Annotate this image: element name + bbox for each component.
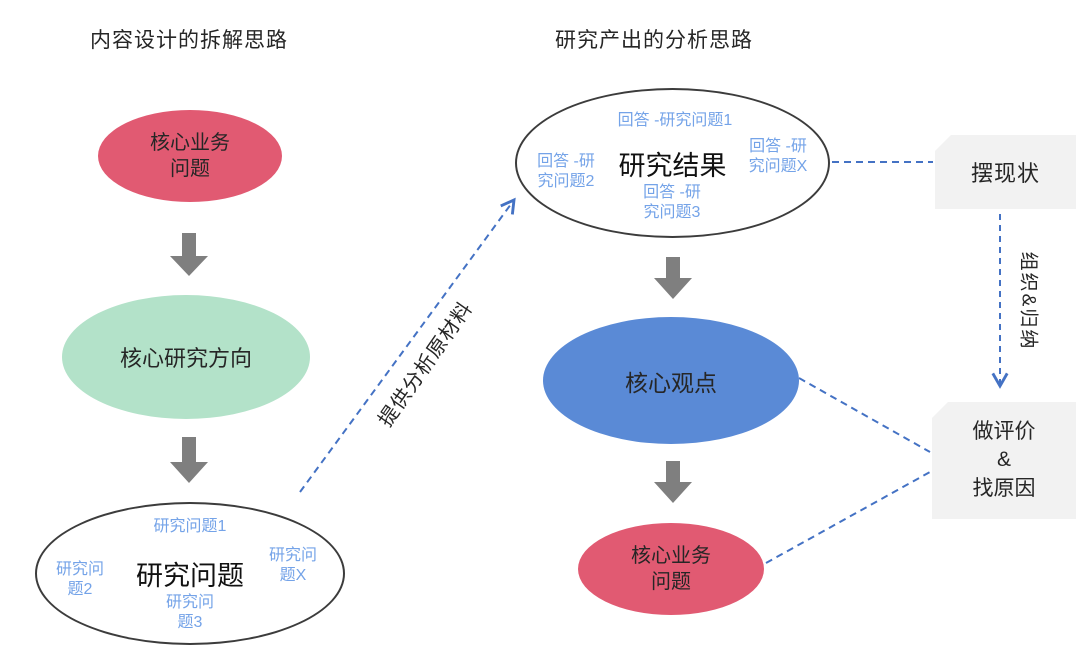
research-questions-label: 研究问题	[136, 561, 244, 591]
ellipse-research-results: 研究结果	[515, 88, 830, 238]
research-question-2-label: 研究问 题2	[55, 561, 105, 598]
ellipse-research-questions: 研究问题	[35, 502, 345, 645]
dashed-line-problem-to-eval	[765, 471, 931, 564]
ellipse-core-business-problem: 核心业务 问题	[578, 523, 764, 615]
evaluate-find-cause-box: 做评价 & 找原因	[932, 402, 1076, 519]
down-arrow-icon	[654, 257, 692, 299]
research-question-x-label: 研究问 题X	[268, 547, 318, 584]
organize-summarize-label: 组织&归纳	[1017, 251, 1039, 351]
research-results-label: 研究结果	[618, 150, 727, 181]
ellipse-core-research-direction: 核心研究方向	[62, 295, 310, 419]
ellipse-core-business-problem: 核心业务 问题	[98, 110, 282, 202]
answer-question-x-label: 回答 -研 究问题X	[748, 138, 808, 175]
right-column-title: 研究产出的分析思路	[555, 29, 753, 52]
dashed-arrow-provide-material	[299, 197, 516, 493]
down-arrow-icon	[170, 437, 208, 483]
dashed-line-viewpoint-to-eval	[798, 377, 931, 453]
research-question-3-label: 研究问 题3	[165, 594, 215, 631]
answer-question-3-label: 回答 -研 究问题3	[643, 184, 701, 221]
down-arrow-icon	[654, 461, 692, 503]
research-question-1-label: 研究问题1	[153, 518, 227, 535]
down-arrow-icon	[170, 233, 208, 276]
answer-question-2-label: 回答 -研 究问题2	[537, 153, 595, 190]
provide-raw-material-label: 提供分析原材料	[374, 297, 478, 431]
left-column-title: 内容设计的拆解思路	[90, 29, 288, 52]
ellipse-core-viewpoint: 核心观点	[543, 317, 799, 444]
answer-question-1-label: 回答 -研究问题1	[617, 112, 733, 129]
present-status-box: 摆现状	[935, 135, 1076, 209]
